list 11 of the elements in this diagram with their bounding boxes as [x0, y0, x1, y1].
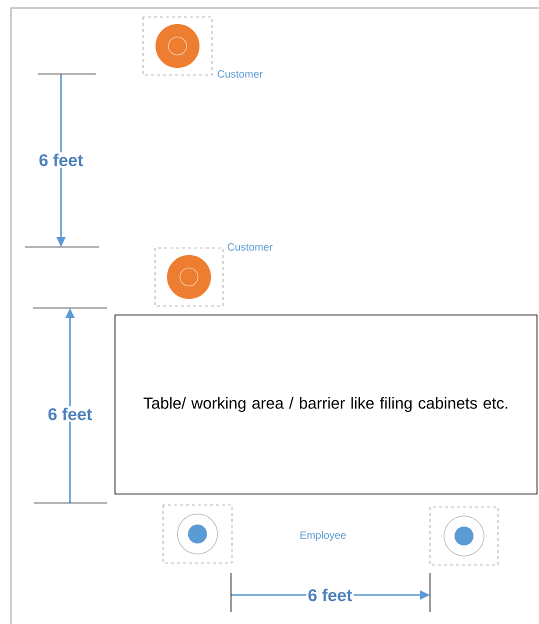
customer-marker — [167, 255, 211, 299]
employee-marker — [177, 514, 218, 554]
customer-marker — [156, 24, 200, 68]
dimension-label: 6 feet — [37, 152, 85, 168]
table-box: Table/ working area / barrier like filing cabinets etc. — [114, 314, 538, 494]
employee-marker — [444, 516, 484, 556]
role-label: Employee — [300, 531, 346, 541]
person-caption: Customer — [218, 70, 263, 78]
dimension-label: 6 feet — [46, 406, 94, 422]
person-caption: Customer — [228, 243, 273, 251]
dimension-label: 6 feet — [306, 587, 354, 603]
